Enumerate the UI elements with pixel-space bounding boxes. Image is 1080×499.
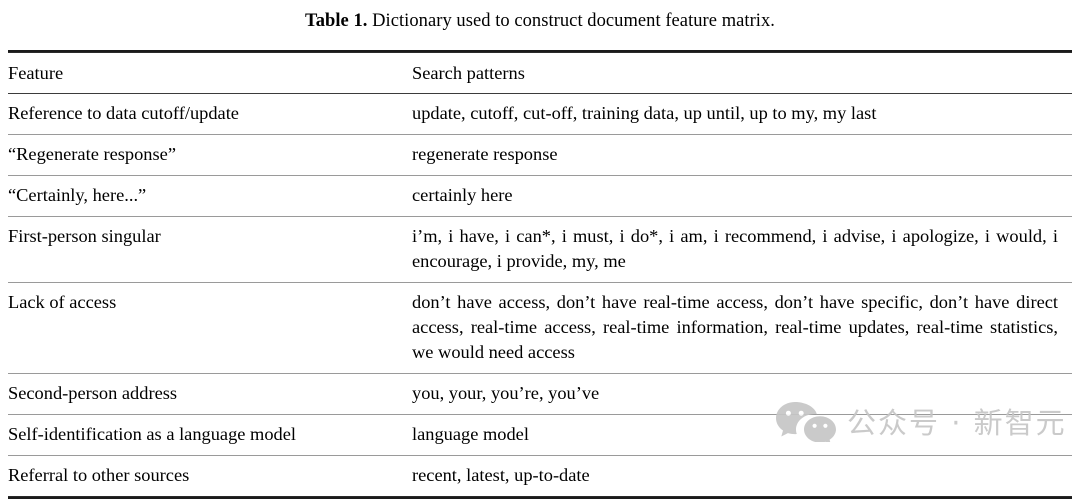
table-body: Reference to data cutoff/update update, …	[8, 93, 1072, 496]
cell-feature: “Regenerate response”	[8, 134, 402, 176]
cell-feature: “Certainly, here...”	[8, 175, 402, 217]
table-row: Self-identification as a language model …	[8, 414, 1072, 456]
table-header: Feature Search patterns	[8, 54, 1072, 94]
table-row: “Regenerate response” regenerate respons…	[8, 134, 1072, 176]
cell-search-patterns: certainly here	[402, 175, 1072, 217]
table-row: Lack of access don’t have access, don’t …	[8, 282, 1072, 374]
cell-search-patterns: don’t have access, don’t have real-time …	[402, 282, 1072, 374]
cell-search-patterns: recent, latest, up-to-date	[412, 464, 590, 485]
table-top-rule	[8, 50, 1072, 53]
table-caption-label: Table 1.	[305, 11, 368, 31]
table-caption: Table 1. Dictionary used to construct do…	[0, 10, 1080, 32]
table-row: Second-person address you, your, you’re,…	[8, 373, 1072, 415]
cell-feature: Lack of access	[8, 282, 402, 374]
cell-search-patterns: update, cutoff, cut-off, training data, …	[402, 93, 1072, 135]
cell-feature: Referral to other sources	[8, 464, 190, 485]
table-row: First-person singular i’m, i have, i can…	[8, 216, 1072, 283]
cell-feature: Self-identification as a language model	[8, 414, 402, 456]
cell-search-patterns: i’m, i have, i can*, i must, i do*, i am…	[402, 216, 1072, 283]
table-header-row: Feature Search patterns	[8, 54, 1072, 94]
cell-feature: Reference to data cutoff/update	[8, 93, 402, 135]
table-bottom-rule	[8, 495, 1072, 499]
cell-feature: First-person singular	[8, 216, 402, 283]
table-caption-text: Dictionary used to construct document fe…	[367, 11, 775, 31]
cell-feature: Second-person address	[8, 373, 402, 415]
table-row: Reference to data cutoff/update update, …	[8, 93, 1072, 135]
cell-search-patterns: you, your, you’re, you’ve	[402, 373, 1072, 415]
table-container: Feature Search patterns Reference to dat…	[8, 50, 1072, 499]
cell-search-patterns: language model	[402, 414, 1072, 456]
dictionary-table: Feature Search patterns Reference to dat…	[8, 54, 1072, 496]
column-header-search-patterns: Search patterns	[402, 54, 1072, 94]
table-row: Referral to other sources recent, latest…	[8, 455, 1072, 496]
table-row: “Certainly, here...” certainly here	[8, 175, 1072, 217]
cell-search-patterns: regenerate response	[402, 134, 1072, 176]
column-header-feature: Feature	[8, 54, 402, 94]
